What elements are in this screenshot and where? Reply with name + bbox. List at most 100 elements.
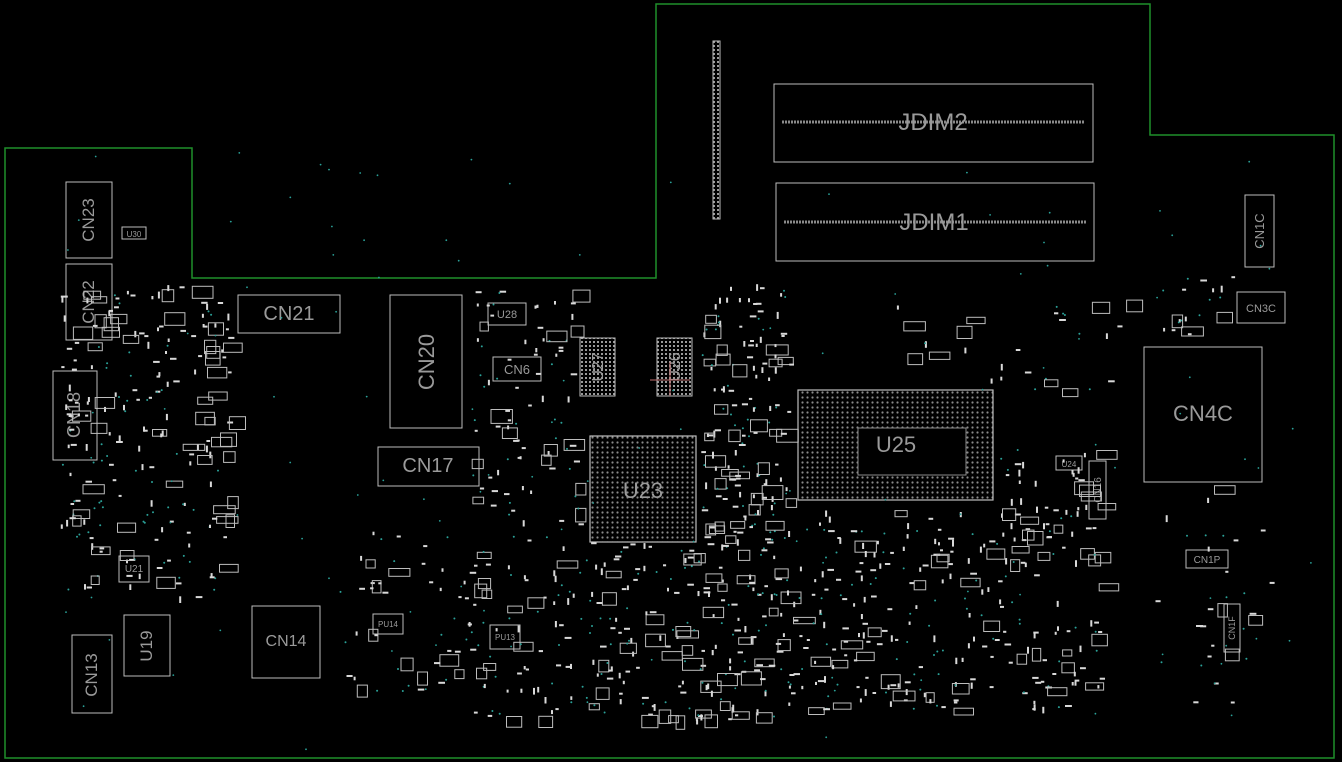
via (775, 406, 778, 409)
smd-pad (1036, 506, 1038, 513)
smd-pad (998, 580, 1003, 583)
smd-pad (214, 323, 217, 328)
component-u25[interactable]: U25 (797, 389, 994, 501)
small-part-outline (768, 607, 779, 617)
component-u30[interactable]: U30 (121, 226, 147, 240)
small-part-outline (619, 642, 637, 654)
component-pu14[interactable]: PU14 (372, 613, 404, 635)
smd-pad (700, 714, 703, 721)
small-part-outline (832, 702, 852, 710)
component-u26[interactable]: U26 (650, 337, 693, 397)
component-u23[interactable]: U23 (589, 435, 697, 543)
component-u27[interactable]: U27 (579, 337, 616, 397)
smd-pad (876, 643, 883, 646)
small-part-outline (71, 410, 92, 422)
smd-pad (799, 635, 803, 638)
u21-label: U21 (125, 564, 144, 575)
small-part-outline (928, 351, 951, 360)
small-part-outline (595, 687, 610, 700)
via (331, 225, 333, 228)
small-part-outline (213, 505, 236, 515)
small-part-outline (1061, 662, 1075, 674)
via (586, 480, 589, 482)
smd-pad (890, 684, 897, 687)
smd-pad (743, 515, 747, 518)
smd-pad (1184, 316, 1187, 322)
component-u24[interactable]: U24 (1055, 455, 1083, 471)
smd-pad (890, 635, 893, 642)
smd-pad (473, 711, 478, 714)
smd-pad (641, 696, 649, 699)
small-part-outline (119, 550, 135, 561)
via (1225, 644, 1228, 647)
smd-pad (206, 440, 211, 442)
component-u19[interactable]: U19 (123, 614, 171, 677)
via (679, 428, 682, 431)
component-cn23[interactable]: CN23 (65, 181, 113, 259)
smd-pad (555, 708, 559, 711)
smd-pad (689, 549, 695, 552)
smd-pad (990, 655, 994, 658)
component-cn1p[interactable]: CN1P (1185, 549, 1229, 569)
component-cn21[interactable]: CN21 (237, 294, 341, 334)
smd-pad (523, 666, 526, 670)
via (93, 507, 96, 510)
component-cn4c[interactable]: CN4C (1143, 346, 1263, 483)
cn14-label: CN14 (266, 633, 307, 650)
smd-pad (527, 539, 532, 542)
via (1242, 627, 1245, 630)
component-cn17[interactable]: CN17 (377, 446, 480, 487)
smd-pad (983, 543, 986, 548)
smd-pad (721, 599, 726, 602)
u19-label: U19 (137, 630, 156, 661)
small-part-outline (513, 641, 534, 652)
component-cn13[interactable]: CN13 (71, 634, 113, 714)
component-cn1c[interactable]: CN1C (1244, 194, 1275, 268)
smd-pad (1044, 506, 1049, 509)
small-part-outline (1171, 314, 1184, 329)
component-u28[interactable]: U28 (487, 302, 527, 326)
via (669, 578, 672, 580)
smd-pad (735, 714, 739, 717)
smd-pad (195, 596, 203, 599)
via (178, 576, 181, 579)
small-part-outline (769, 428, 783, 437)
smd-pad (1193, 701, 1199, 704)
via (693, 629, 696, 632)
smd-pad (814, 660, 817, 664)
component-jdim1[interactable]: JDIM1 (775, 182, 1095, 262)
component-cn20[interactable]: CN20 (389, 294, 463, 429)
smd-pad (1211, 644, 1215, 647)
small-part-outline (1027, 531, 1044, 546)
component-cn14[interactable]: CN14 (251, 605, 321, 679)
smd-pad (1075, 560, 1077, 567)
component-cn6[interactable]: CN6 (492, 356, 542, 382)
via (825, 556, 827, 559)
via (380, 538, 383, 541)
component-cn22[interactable]: CN22 (65, 263, 113, 341)
small-part-outline (601, 592, 617, 606)
smd-pad (1033, 704, 1036, 711)
via (912, 707, 915, 710)
component-cn3c[interactable]: CN3C (1236, 291, 1286, 324)
via (508, 617, 511, 620)
via (273, 395, 275, 398)
via (783, 537, 786, 539)
component-cn1f[interactable]: CN1F (1223, 603, 1241, 653)
pu13-label: PU13 (495, 633, 516, 642)
component-jdim2[interactable]: JDIM2 (773, 83, 1094, 163)
small-part-outline (356, 684, 368, 698)
via (98, 501, 101, 504)
via (210, 313, 213, 316)
component-cn18[interactable]: CN18 (52, 370, 98, 461)
via (937, 673, 940, 676)
smd-pad (126, 559, 128, 564)
smd-pad (752, 587, 755, 592)
via (1204, 534, 1207, 537)
u26-label: U26 (667, 352, 684, 381)
via (229, 220, 232, 223)
component-cn16[interactable]: CN16 (1088, 460, 1107, 520)
via (780, 668, 783, 671)
component-pu13[interactable]: PU13 (489, 624, 521, 650)
smd-pad (108, 309, 113, 312)
